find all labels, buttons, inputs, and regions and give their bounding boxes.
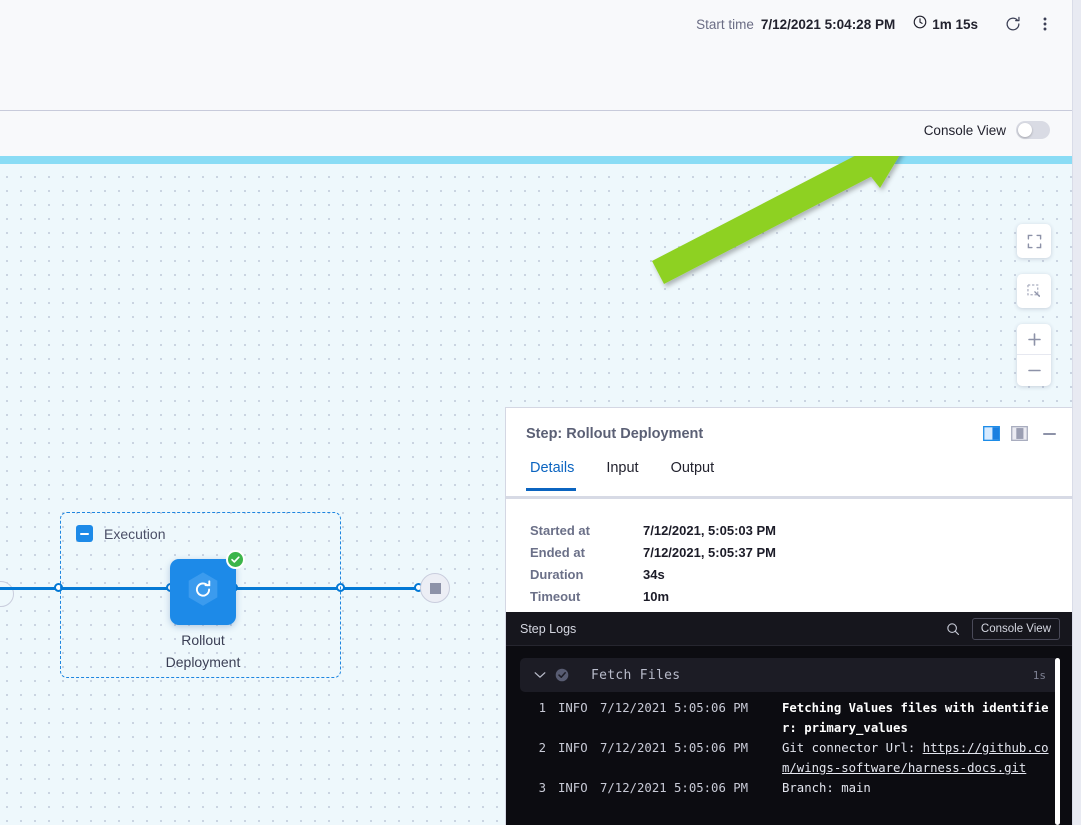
execution-duration: 1m 15s [913,15,978,34]
execution-group[interactable]: Execution [60,512,341,678]
clock-icon [913,15,927,34]
log-line-number: 3 [538,781,546,795]
edge-from-step [236,587,426,590]
canvas-accent-bar [0,156,1072,164]
step-logs-header: Step Logs Console View [506,612,1072,646]
start-time-value: 7/12/2021 5:04:28 PM [760,16,896,32]
zoom-to-selection-button[interactable] [1017,274,1051,308]
detail-row: Started at 7/12/2021, 5:05:03 PM [530,523,1072,538]
rollout-deployment-icon [182,569,224,616]
execution-graph: Execution Rollout Dep [0,407,505,825]
log-message: Branch: main [782,781,871,795]
duration-value: 1m 15s [932,16,978,32]
stop-square-icon [429,582,441,594]
zoom-in-button[interactable] [1017,324,1051,355]
detail-key: Ended at [530,545,585,560]
step-detail-tabs: Details Input Output [506,460,1072,499]
console-view-toggle[interactable] [1016,121,1050,139]
step-detail-actions [983,426,1056,441]
panel-right-icon[interactable] [983,426,1000,441]
pipeline-end-node[interactable] [420,573,450,603]
log-row: 2 INFO 7/12/2021 5:05:06 PM Git connecto… [520,738,1060,778]
minimize-icon[interactable] [1043,432,1056,435]
detail-value: 34s [643,567,665,582]
log-message: Fetching Values files with identifier: p… [782,701,1049,735]
execution-group-header: Execution [76,525,165,542]
chevron-down-icon[interactable] [534,668,548,682]
detail-value: 7/12/2021, 5:05:03 PM [643,523,776,538]
step-node-label: Rollout Deployment [143,629,263,673]
log-line-number: 2 [538,741,546,755]
tab-output[interactable]: Output [670,460,715,476]
collapse-minus-icon[interactable] [76,525,93,542]
step-node-rollout-deployment[interactable] [170,550,245,625]
step-detail-panel: Step: Rollout Deployment Det [505,407,1072,825]
log-section-name: Fetch Files [591,667,681,683]
log-level: INFO [558,701,588,715]
execution-group-label: Execution [104,525,166,542]
log-level: INFO [558,781,588,795]
detail-row: Ended at 7/12/2021, 5:05:37 PM [530,545,1072,560]
log-row: 1 INFO 7/12/2021 5:05:06 PM Fetching Val… [520,698,1060,738]
refresh-icon[interactable] [1000,11,1026,37]
execution-header: Start time 7/12/2021 5:04:28 PM 1m 15s [0,0,1072,111]
step-label-line2: Deployment [165,654,241,670]
log-message-text: Git connector Url: [782,741,923,755]
log-message-link[interactable]: https://github.com/wings-software/harnes… [782,741,1049,775]
console-view-label: Console View [923,122,1006,138]
step-logs-console: Step Logs Console View [506,612,1072,825]
log-message: Git connector Url: https://github.com/wi… [782,738,1060,778]
canvas-zoom-controls [1017,224,1051,386]
log-timestamp: 7/12/2021 5:05:06 PM [600,701,749,715]
detail-key: Started at [530,523,590,538]
tab-details[interactable]: Details [526,460,590,491]
edge-incoming [0,587,175,590]
more-options-icon[interactable] [1032,11,1058,37]
edge-dot-group-in [54,583,63,592]
console-view-bar: Console View [0,111,1072,156]
log-timestamp: 7/12/2021 5:05:06 PM [600,741,749,755]
logs-console-view-button[interactable]: Console View [971,617,1060,640]
start-time-label: Start time [696,16,754,32]
detail-key: Timeout [530,589,581,604]
step-logs-title: Step Logs [520,621,577,636]
step-detail-title: Step: Rollout Deployment [526,426,704,442]
zoom-out-button[interactable] [1017,355,1051,386]
log-level: INFO [558,741,588,755]
detail-row: Timeout 10m [530,589,1072,604]
step-detail-header: Step: Rollout Deployment [506,408,1072,460]
step-label-line1: Rollout [181,632,225,648]
tab-input[interactable]: Input [606,460,639,476]
console-view-toggle-group: Console View [924,121,1050,139]
logs-scrollbar[interactable] [1055,658,1060,825]
right-edge-rail [1072,0,1081,825]
log-timestamp: 7/12/2021 5:05:06 PM [600,781,749,795]
detail-value: 7/12/2021, 5:05:37 PM [643,545,776,560]
fit-to-screen-button[interactable] [1017,224,1051,258]
log-rows: 1 INFO 7/12/2021 5:05:06 PM Fetching Val… [520,698,1060,798]
log-row: 3 INFO 7/12/2021 5:05:06 PM Branch: main [520,778,1060,798]
execution-meta: Start time 7/12/2021 5:04:28 PM 1m 15s [696,9,1058,39]
log-section-duration: 1s [1032,668,1046,682]
panel-bottom-icon[interactable] [1011,426,1028,441]
check-circle-icon [226,550,245,569]
search-icon[interactable] [942,618,964,640]
step-logs-body: Fetch Files 1s 1 INFO 7/12/2021 5:05:06 … [506,646,1072,825]
toggle-knob [1018,123,1032,137]
detail-key: Duration [530,567,584,582]
zoom-in-out-group [1017,324,1051,386]
detail-row: Duration 34s [530,567,1072,582]
log-line-number: 1 [538,701,546,715]
check-circle-icon [555,668,569,682]
detail-value: 10m [643,589,670,604]
log-section-fetch-files[interactable]: Fetch Files 1s [520,658,1060,692]
step-detail-details: Started at 7/12/2021, 5:05:03 PM Ended a… [506,499,1072,612]
